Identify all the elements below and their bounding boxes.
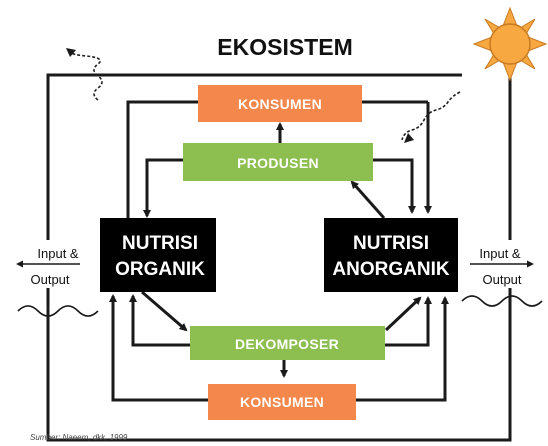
io-right-line1: Input & xyxy=(479,246,521,261)
nutrisi-anorganik-line2: ANORGANIK xyxy=(332,259,449,280)
konsumen-bottom-label: KONSUMEN xyxy=(240,394,324,410)
nutrisi-organik-box: NUTRISI ORGANIK xyxy=(100,218,216,292)
produsen-box: PRODUSEN xyxy=(183,143,373,181)
source-caption: Sumber: Naeem, dkk, 1999 xyxy=(30,433,128,442)
dekomposer-box: DEKOMPOSER xyxy=(190,326,385,360)
diagram-title: EKOSISTEM xyxy=(217,34,352,60)
konsumen-bottom-box: KONSUMEN xyxy=(208,384,356,420)
solar-energy-arrow xyxy=(401,91,461,143)
nutrisi-anorganik-line1: NUTRISI xyxy=(353,233,429,254)
io-left-line2: Output xyxy=(30,272,69,287)
nutrisi-organik-line2: ORGANIK xyxy=(115,259,205,280)
konsumen-top-box: KONSUMEN xyxy=(198,85,362,122)
konsumen-top-label: KONSUMEN xyxy=(238,96,322,112)
heat-wave-icon xyxy=(461,295,543,307)
input-output-left: Input & Output xyxy=(16,246,99,317)
produsen-label: PRODUSEN xyxy=(237,155,319,171)
sun-icon xyxy=(472,6,548,82)
heat-radiation-top-left xyxy=(66,48,103,101)
nutrisi-organik-line1: NUTRISI xyxy=(122,233,198,254)
io-right-line2: Output xyxy=(482,272,521,287)
input-output-right: Input & Output xyxy=(461,246,543,307)
nutrisi-anorganik-box: NUTRISI ANORGANIK xyxy=(324,218,458,292)
cycle-connectors xyxy=(109,100,449,402)
io-left-line1: Input & xyxy=(37,246,79,261)
heat-wave-icon xyxy=(17,305,99,317)
dekomposer-label: DEKOMPOSER xyxy=(235,336,339,352)
ecosystem-boundary xyxy=(46,68,512,442)
